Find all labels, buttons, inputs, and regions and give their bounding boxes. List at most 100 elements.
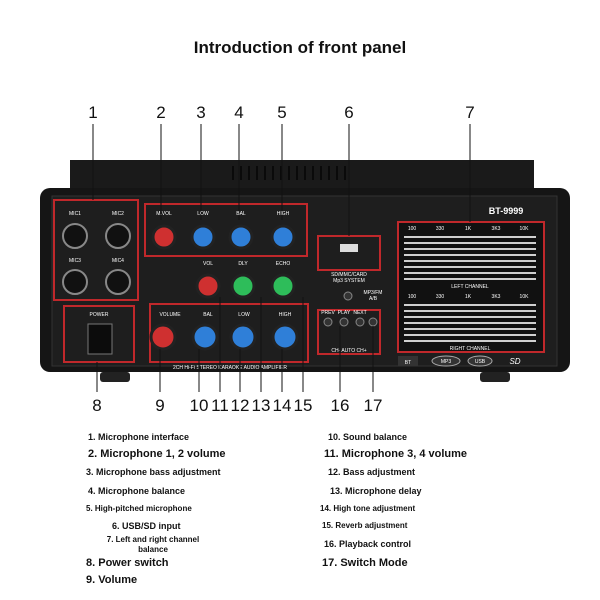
callout-number-6: 6 bbox=[344, 103, 354, 122]
mic34-volume-knob[interactable] bbox=[195, 273, 221, 299]
legend-item-11: 11. Microphone 3, 4 volume bbox=[324, 448, 468, 460]
callout-number-16: 16 bbox=[330, 396, 350, 415]
mid-knob-row bbox=[195, 273, 296, 299]
mic-high-knob[interactable] bbox=[270, 224, 296, 250]
callout-number-10: 10 bbox=[189, 396, 209, 415]
bt-badge bbox=[398, 356, 418, 366]
low-label-top: LOW bbox=[197, 211, 209, 217]
callout-box-16-17 bbox=[317, 309, 381, 355]
low-label-bottom: LOW bbox=[238, 312, 250, 318]
callout-box-1 bbox=[53, 199, 139, 301]
mic4-label: MIC4 bbox=[112, 258, 124, 264]
callout-number-3: 3 bbox=[196, 103, 206, 122]
bal-label-bottom: BAL bbox=[203, 312, 213, 318]
mp3-badge bbox=[431, 355, 461, 367]
mic-balance-knob[interactable] bbox=[228, 224, 254, 250]
high-label-top: HIGH bbox=[277, 211, 290, 217]
play-label: PLAY bbox=[338, 310, 351, 316]
mvol-label: M.VOL bbox=[156, 211, 172, 217]
legend-item-5: 5. High-pitched microphone bbox=[86, 504, 192, 513]
right-channel-label: RIGHT CHANNEL bbox=[450, 346, 491, 352]
eq-bars-left bbox=[404, 236, 536, 280]
play-button[interactable] bbox=[339, 317, 349, 327]
usb-badge bbox=[467, 355, 493, 367]
callout-number-4: 4 bbox=[234, 103, 244, 122]
bottom-knob-row bbox=[149, 323, 299, 351]
legend-item-6: 6. USB/SD input bbox=[112, 521, 181, 531]
mode-switch-button[interactable] bbox=[368, 317, 378, 327]
eq-freq-1k-b: 1K bbox=[465, 294, 472, 300]
legend-item-2: 2. Microphone 1, 2 volume bbox=[88, 448, 226, 460]
foot-left bbox=[100, 372, 130, 382]
mp3-badge-text: MP3 bbox=[441, 359, 452, 365]
card-label-1: SD/MMC/CARD bbox=[331, 272, 367, 278]
chassis-top bbox=[70, 160, 534, 190]
callout-number-12: 12 bbox=[230, 396, 250, 415]
vol-label: VOL bbox=[203, 261, 213, 267]
volume-label: VOLUME bbox=[159, 312, 181, 318]
mode-label-1: MP3/FM bbox=[364, 290, 383, 296]
mic2-label: MIC2 bbox=[112, 211, 124, 217]
sound-balance-knob[interactable] bbox=[191, 323, 219, 351]
echo-label: ECHO bbox=[276, 261, 291, 267]
legend-item-9: 9. Volume bbox=[86, 574, 138, 586]
eq-freq-100: 100 bbox=[408, 226, 417, 232]
mode-label-2: A/B bbox=[369, 296, 378, 302]
legend-item-10: 10. Sound balance bbox=[328, 432, 408, 442]
model-label: BT-9999 bbox=[489, 206, 524, 216]
bal-label-top: BAL bbox=[236, 211, 246, 217]
callout-number-17: 17 bbox=[363, 396, 383, 415]
echo-knob[interactable] bbox=[270, 273, 296, 299]
mic1-jack[interactable] bbox=[62, 223, 88, 249]
format-badges: BT MP3 USB SD bbox=[398, 355, 521, 367]
callout-number-2: 2 bbox=[156, 103, 166, 122]
mode-button[interactable] bbox=[343, 291, 353, 301]
legend-item-3: 3. Microphone bass adjustment bbox=[86, 467, 221, 477]
callout-number-15: 15 bbox=[293, 396, 313, 415]
legend-item-14: 14. High tone adjustment bbox=[320, 504, 416, 513]
mic-volume-knob[interactable] bbox=[151, 224, 177, 250]
channels-label: CH- AUTO CH+ bbox=[331, 348, 366, 354]
mic4-jack[interactable] bbox=[105, 269, 131, 295]
page-title: Introduction of front panel bbox=[193, 38, 407, 57]
legend-item-12: 12. Bass adjustment bbox=[328, 467, 416, 477]
bt-badge-text: BT bbox=[405, 360, 411, 366]
callout-box-8 bbox=[63, 305, 135, 363]
mic1-label: MIC1 bbox=[69, 211, 81, 217]
mic3-label: MIC3 bbox=[69, 258, 81, 264]
mic2-jack[interactable] bbox=[105, 223, 131, 249]
callout-number-13: 13 bbox=[251, 396, 271, 415]
eq-freq-3k3-b: 3K3 bbox=[492, 294, 501, 300]
usb-slot[interactable] bbox=[340, 244, 358, 252]
card-label-2: Mp3 SYSTEM bbox=[333, 278, 365, 284]
legend-item-4: 4. Microphone balance bbox=[88, 486, 186, 496]
legend-item-16: 16. Playback control bbox=[324, 539, 412, 549]
foot-right bbox=[480, 372, 510, 382]
mic-bass-knob[interactable] bbox=[190, 224, 216, 250]
bass-knob[interactable] bbox=[229, 323, 257, 351]
eq-freq-10k: 10K bbox=[520, 226, 530, 232]
eq-freq-330: 330 bbox=[436, 226, 445, 232]
next-label: NEXT bbox=[353, 310, 366, 316]
eq-freq-10k-b: 10K bbox=[520, 294, 530, 300]
mic-jacks bbox=[62, 223, 131, 295]
callout-number-9: 9 bbox=[155, 396, 165, 415]
eq-freq-1k: 1K bbox=[465, 226, 472, 232]
eq-freq-3k3: 3K3 bbox=[492, 226, 501, 232]
master-volume-knob[interactable] bbox=[149, 323, 177, 351]
treble-knob[interactable] bbox=[271, 323, 299, 351]
callout-number-1: 1 bbox=[88, 103, 98, 122]
dly-label: DLY bbox=[238, 261, 248, 267]
next-button[interactable] bbox=[355, 317, 365, 327]
mic3-jack[interactable] bbox=[62, 269, 88, 295]
sd-badge: SD bbox=[509, 357, 520, 366]
power-switch[interactable] bbox=[87, 323, 113, 355]
legend-item-1: 1. Microphone interface bbox=[88, 432, 190, 442]
delay-knob[interactable] bbox=[230, 273, 256, 299]
legend-item-8: 8. Power switch bbox=[86, 557, 169, 569]
prev-button[interactable] bbox=[323, 317, 333, 327]
legend-item-17: 17. Switch Mode bbox=[322, 557, 408, 569]
usb-badge-text: USB bbox=[475, 359, 486, 365]
callout-number-11: 11 bbox=[211, 396, 229, 415]
eq-freq-330-b: 330 bbox=[436, 294, 445, 300]
